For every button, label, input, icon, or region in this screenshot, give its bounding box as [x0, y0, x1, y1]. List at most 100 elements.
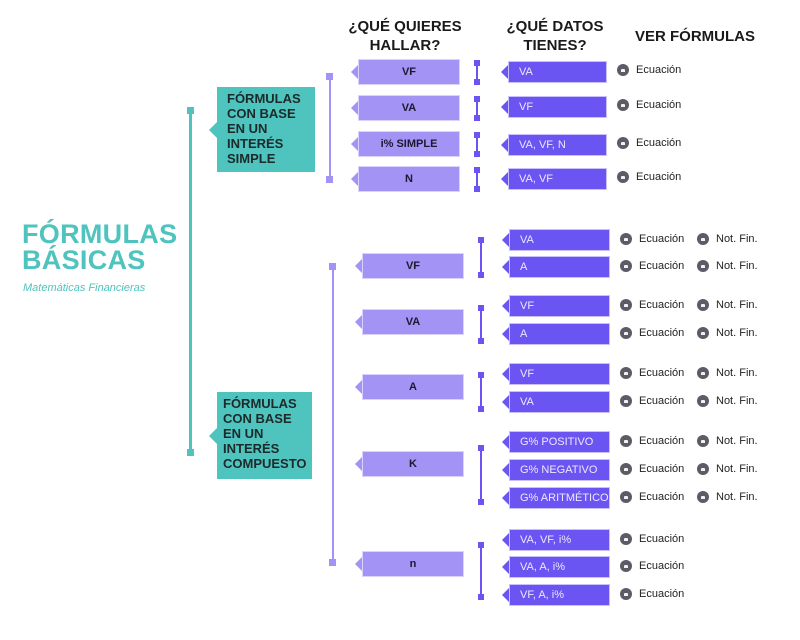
equation-link-label: Ecuación — [636, 64, 682, 76]
lock-icon — [697, 327, 709, 339]
equation-link[interactable]: Ecuación — [617, 64, 681, 76]
notation-link[interactable]: Not. Fin. — [697, 491, 758, 503]
header-find: ¿QUÉ QUIERES HALLAR? — [340, 17, 470, 55]
equation-link-label: Ecuación — [639, 588, 685, 600]
equation-link[interactable]: Ecuación — [617, 99, 681, 111]
connector-bracket — [478, 542, 484, 600]
category-compound-interest[interactable]: FÓRMULAS CON BASE EN UN INTERÉS COMPUEST… — [209, 392, 312, 479]
category-compound-line: INTERÉS — [223, 441, 280, 456]
equation-link[interactable]: Ecuación — [620, 299, 684, 311]
equation-link[interactable]: Ecuación — [617, 171, 681, 183]
equation-link-label: Ecuación — [636, 137, 682, 149]
lock-icon — [620, 533, 632, 545]
main-connector-cap-top — [187, 107, 194, 114]
find-box[interactable]: VF — [355, 253, 464, 279]
equation-link[interactable]: Ecuación — [620, 395, 684, 407]
equation-link[interactable]: Ecuación — [620, 260, 684, 272]
lock-icon — [697, 260, 709, 272]
lock-icon — [617, 171, 629, 183]
category-simple-line: INTERÉS — [227, 136, 284, 151]
notation-link[interactable]: Not. Fin. — [697, 327, 758, 339]
header-formulas: VER FÓRMULAS — [635, 28, 755, 45]
find-box[interactable]: A — [355, 374, 464, 400]
equation-link[interactable]: Ecuación — [620, 588, 684, 600]
data-box[interactable]: VA, VF — [501, 168, 607, 190]
equation-link[interactable]: Ecuación — [620, 327, 684, 339]
main-connector-line — [189, 110, 192, 454]
data-box[interactable]: VA — [502, 391, 610, 413]
lock-icon — [620, 491, 632, 503]
lock-icon — [617, 99, 629, 111]
notation-link[interactable]: Not. Fin. — [697, 435, 758, 447]
data-box[interactable]: VA, VF, i% — [502, 529, 610, 551]
compound-connector-line — [332, 266, 334, 563]
data-box[interactable]: VF — [502, 363, 610, 385]
data-box[interactable]: G% ARITMÉTICO — [502, 487, 610, 509]
notation-link-label: Not. Fin. — [716, 395, 758, 407]
category-compound-line: EN UN — [223, 426, 264, 441]
connector-bracket — [478, 237, 484, 278]
data-box[interactable]: VA, A, i% — [502, 556, 610, 578]
equation-link[interactable]: Ecuación — [620, 367, 684, 379]
data-box[interactable]: VA, VF, N — [501, 134, 607, 156]
equation-link[interactable]: Ecuación — [620, 233, 684, 245]
lock-icon — [617, 137, 629, 149]
connector-bracket — [474, 132, 480, 157]
notation-link[interactable]: Not. Fin. — [697, 260, 758, 272]
lock-icon — [620, 588, 632, 600]
notation-link-label: Not. Fin. — [716, 260, 758, 272]
find-box[interactable]: K — [355, 451, 464, 477]
equation-link-label: Ecuación — [639, 463, 685, 475]
notation-link[interactable]: Not. Fin. — [697, 299, 758, 311]
notation-link[interactable]: Not. Fin. — [697, 463, 758, 475]
category-compound-line: CON BASE — [223, 411, 292, 426]
main-title: FÓRMULAS BÁSICAS — [22, 221, 177, 275]
lock-icon — [620, 233, 632, 245]
find-box[interactable]: VA — [355, 309, 464, 335]
find-box[interactable]: VA — [351, 95, 460, 121]
data-box[interactable]: VA — [502, 229, 610, 251]
data-box[interactable]: G% POSITIVO — [502, 431, 610, 453]
lock-icon — [697, 395, 709, 407]
category-simple-interest[interactable]: FÓRMULAS CON BASE EN UN INTERÉS SIMPLE — [209, 87, 315, 172]
equation-link-label: Ecuación — [636, 99, 682, 111]
find-box[interactable]: n — [355, 551, 464, 577]
equation-link[interactable]: Ecuación — [620, 463, 684, 475]
header-find-line2: HALLAR? — [369, 37, 441, 54]
notation-link[interactable]: Not. Fin. — [697, 395, 758, 407]
data-box[interactable]: A — [502, 256, 610, 278]
equation-link[interactable]: Ecuación — [620, 435, 684, 447]
notation-link[interactable]: Not. Fin. — [697, 367, 758, 379]
notation-link[interactable]: Not. Fin. — [697, 233, 758, 245]
notation-link-label: Not. Fin. — [716, 233, 758, 245]
find-box[interactable]: VF — [351, 59, 460, 85]
equation-link[interactable]: Ecuación — [620, 560, 684, 572]
data-box[interactable]: VF — [501, 96, 607, 118]
simple-connector-cap-top — [326, 73, 333, 80]
equation-link-label: Ecuación — [636, 171, 682, 183]
equation-link-label: Ecuación — [639, 299, 685, 311]
data-box[interactable]: A — [502, 323, 610, 345]
compound-connector-cap-top — [329, 263, 336, 270]
lock-icon — [620, 260, 632, 272]
data-box[interactable]: VF, A, i% — [502, 584, 610, 606]
lock-icon — [697, 491, 709, 503]
connector-bracket — [478, 445, 484, 505]
equation-link[interactable]: Ecuación — [620, 491, 684, 503]
data-box[interactable]: G% NEGATIVO — [502, 459, 610, 481]
connector-bracket — [474, 167, 480, 192]
find-box[interactable]: i% SIMPLE — [351, 131, 460, 157]
simple-connector-cap-bottom — [326, 176, 333, 183]
data-box[interactable]: VA — [501, 61, 607, 83]
lock-icon — [617, 64, 629, 76]
equation-link-label: Ecuación — [639, 327, 685, 339]
find-box[interactable]: N — [351, 166, 460, 192]
header-find-line1: ¿QUÉ QUIERES — [348, 18, 462, 35]
equation-link-label: Ecuación — [639, 533, 685, 545]
equation-link[interactable]: Ecuación — [617, 137, 681, 149]
data-box[interactable]: VF — [502, 295, 610, 317]
lock-icon — [697, 463, 709, 475]
equation-link[interactable]: Ecuación — [620, 533, 684, 545]
main-title-line2: BÁSICAS — [22, 245, 146, 275]
lock-icon — [620, 367, 632, 379]
